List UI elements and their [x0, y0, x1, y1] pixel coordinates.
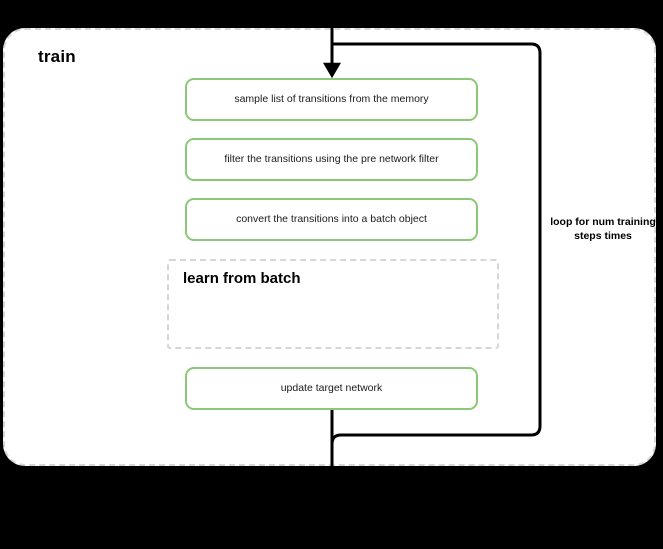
loop-annotation-label: loop for num training steps times	[550, 216, 656, 243]
step-node-update-target-network-label: update target network	[280, 382, 383, 395]
step-node-sample-label: sample list of transitions from the memo…	[234, 93, 429, 106]
step-node-filter-label: filter the transitions using the pre net…	[224, 153, 439, 166]
step-node-update-target-network[interactable]: update target network	[185, 367, 478, 410]
learn-from-batch-title: learn from batch	[183, 270, 301, 287]
step-node-convert-label: convert the transitions into a batch obj…	[236, 213, 427, 226]
step-node-convert[interactable]: convert the transitions into a batch obj…	[185, 198, 478, 241]
learn-from-batch-group[interactable]: learn from batch	[167, 259, 499, 349]
step-node-sample[interactable]: sample list of transitions from the memo…	[185, 78, 478, 121]
train-group-title: train	[38, 47, 76, 66]
step-node-filter[interactable]: filter the transitions using the pre net…	[185, 138, 478, 181]
